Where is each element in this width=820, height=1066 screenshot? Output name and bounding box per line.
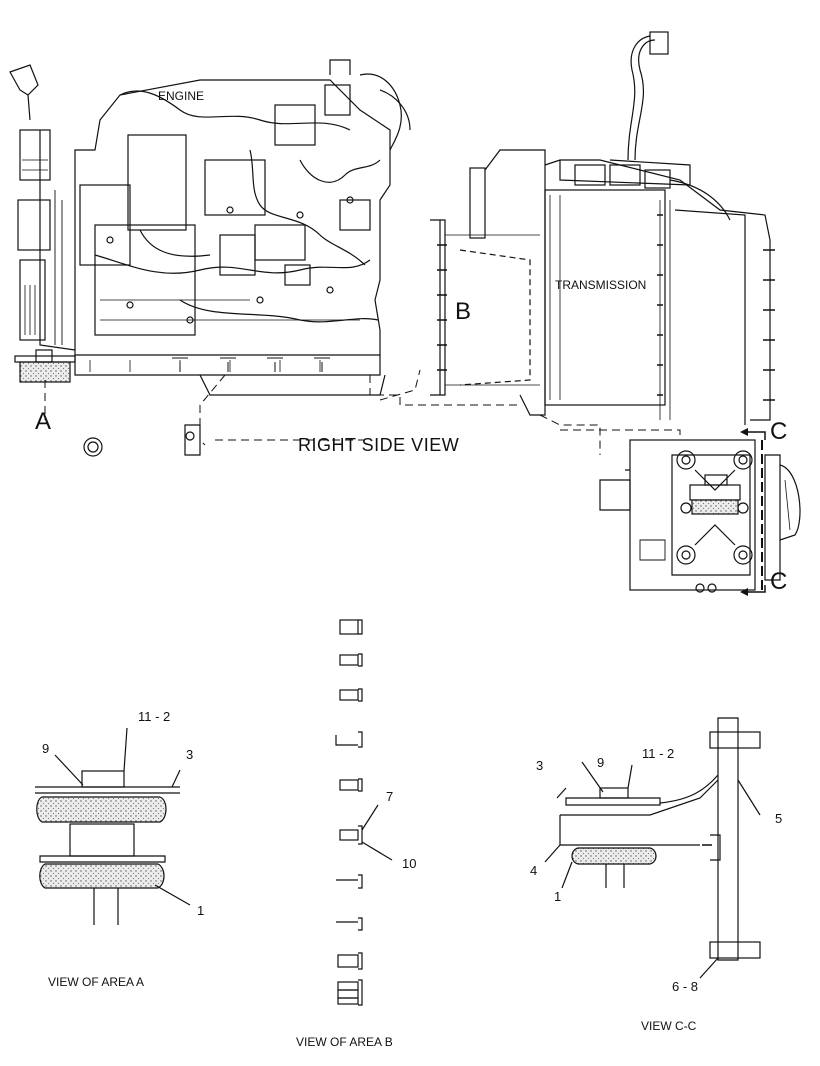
bell-housing (430, 149, 546, 416)
callout-c-6-8: 6 - 8 (672, 979, 699, 994)
engine-assembly (9, 59, 411, 457)
view-c-c-caption: VIEW C-C (641, 1019, 697, 1033)
callout-c-11-2: 11 - 2 (642, 746, 675, 761)
area-a-marker: A (35, 408, 52, 435)
view-area-a-caption: VIEW OF AREA A (48, 975, 145, 989)
callout-c-3: 3 (536, 758, 544, 773)
callout-b-10: 10 (402, 856, 417, 871)
transmission-assembly (544, 31, 801, 593)
section-c-marker-bottom: C (770, 568, 788, 595)
callout-a-1: 1 (197, 903, 205, 918)
hidden-lines (44, 369, 681, 455)
callout-c-1: 1 (554, 889, 562, 904)
callout-c-4: 4 (530, 863, 538, 878)
right-side-view-title: RIGHT SIDE VIEW (298, 435, 460, 455)
callout-c-5: 5 (775, 811, 783, 826)
view-c-c (544, 717, 761, 979)
view-area-b-caption: VIEW OF AREA B (296, 1035, 393, 1049)
callout-c-9: 9 (597, 755, 605, 770)
section-c-marker-top: C (770, 418, 788, 445)
view-area-a (35, 727, 191, 925)
transmission-label: TRANSMISSION (555, 278, 647, 292)
callout-a-3: 3 (186, 747, 194, 762)
callout-a-11-2: 11 - 2 (138, 709, 171, 724)
engine-label: ENGINE (158, 89, 205, 103)
callout-b-7: 7 (386, 789, 394, 804)
callout-a-9: 9 (42, 741, 50, 756)
view-area-b (335, 619, 393, 1006)
area-b-marker: B (455, 298, 472, 325)
